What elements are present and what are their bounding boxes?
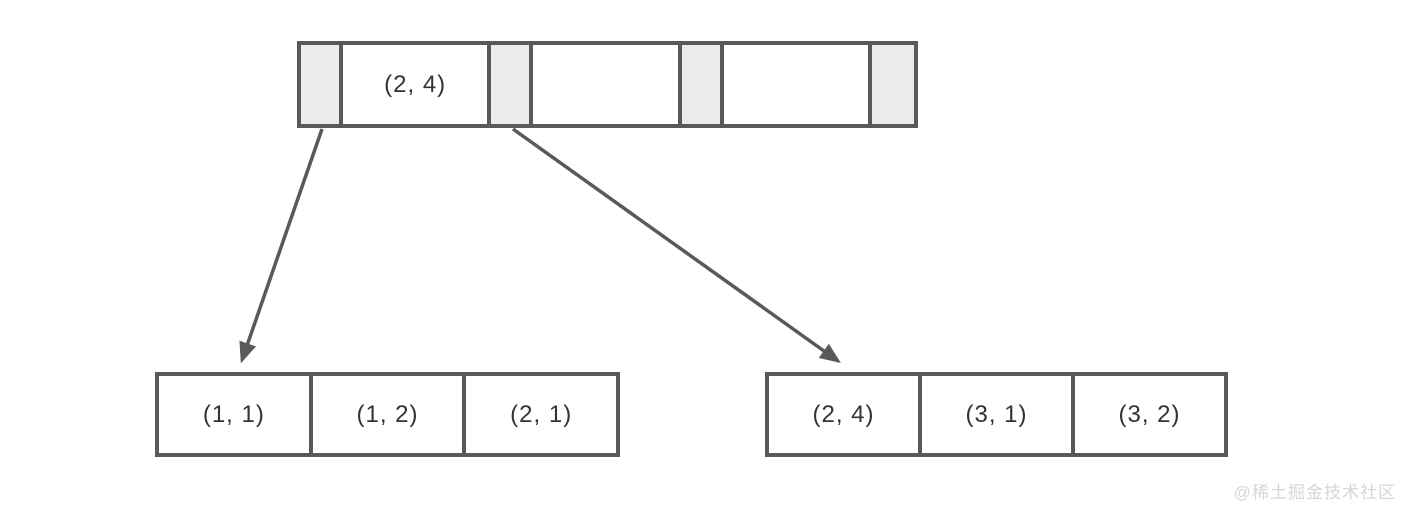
leaf-cell-label: (3, 2)	[1118, 400, 1181, 428]
key-cell: (2, 4)	[343, 45, 492, 124]
pointer-cell	[871, 45, 914, 124]
pointer-cell	[491, 45, 534, 124]
pointer-cell	[301, 45, 343, 124]
key-cell-label: (2, 4)	[384, 70, 447, 98]
leaf-cell-label: (2, 4)	[812, 400, 875, 428]
leaf-cell: (3, 2)	[1075, 376, 1224, 453]
leaf-cell: (1, 1)	[159, 376, 313, 453]
leaf-cell: (1, 2)	[312, 376, 467, 453]
leaf-cell-label: (2, 1)	[510, 400, 573, 428]
leaf-cell-label: (1, 2)	[356, 400, 419, 428]
root-node: (2, 4)	[297, 41, 918, 128]
leaf-cell-label: (3, 1)	[965, 400, 1028, 428]
leaf-cell: (3, 1)	[922, 376, 1075, 453]
key-cell	[533, 45, 682, 124]
right-leaf-node: (2, 4) (3, 1) (3, 2)	[765, 372, 1228, 457]
arrow-to-right-leaf	[511, 127, 841, 364]
pointer-cell	[681, 45, 724, 124]
key-cell	[723, 45, 872, 124]
leaf-cell: (2, 4)	[769, 376, 922, 453]
arrow-to-left-leaf	[239, 128, 324, 364]
left-leaf-node: (1, 1) (1, 2) (2, 1)	[155, 372, 620, 457]
leaf-cell-label: (1, 1)	[202, 400, 265, 428]
leaf-cell: (2, 1)	[466, 376, 617, 453]
watermark: @稀土掘金技术社区	[1233, 483, 1396, 502]
